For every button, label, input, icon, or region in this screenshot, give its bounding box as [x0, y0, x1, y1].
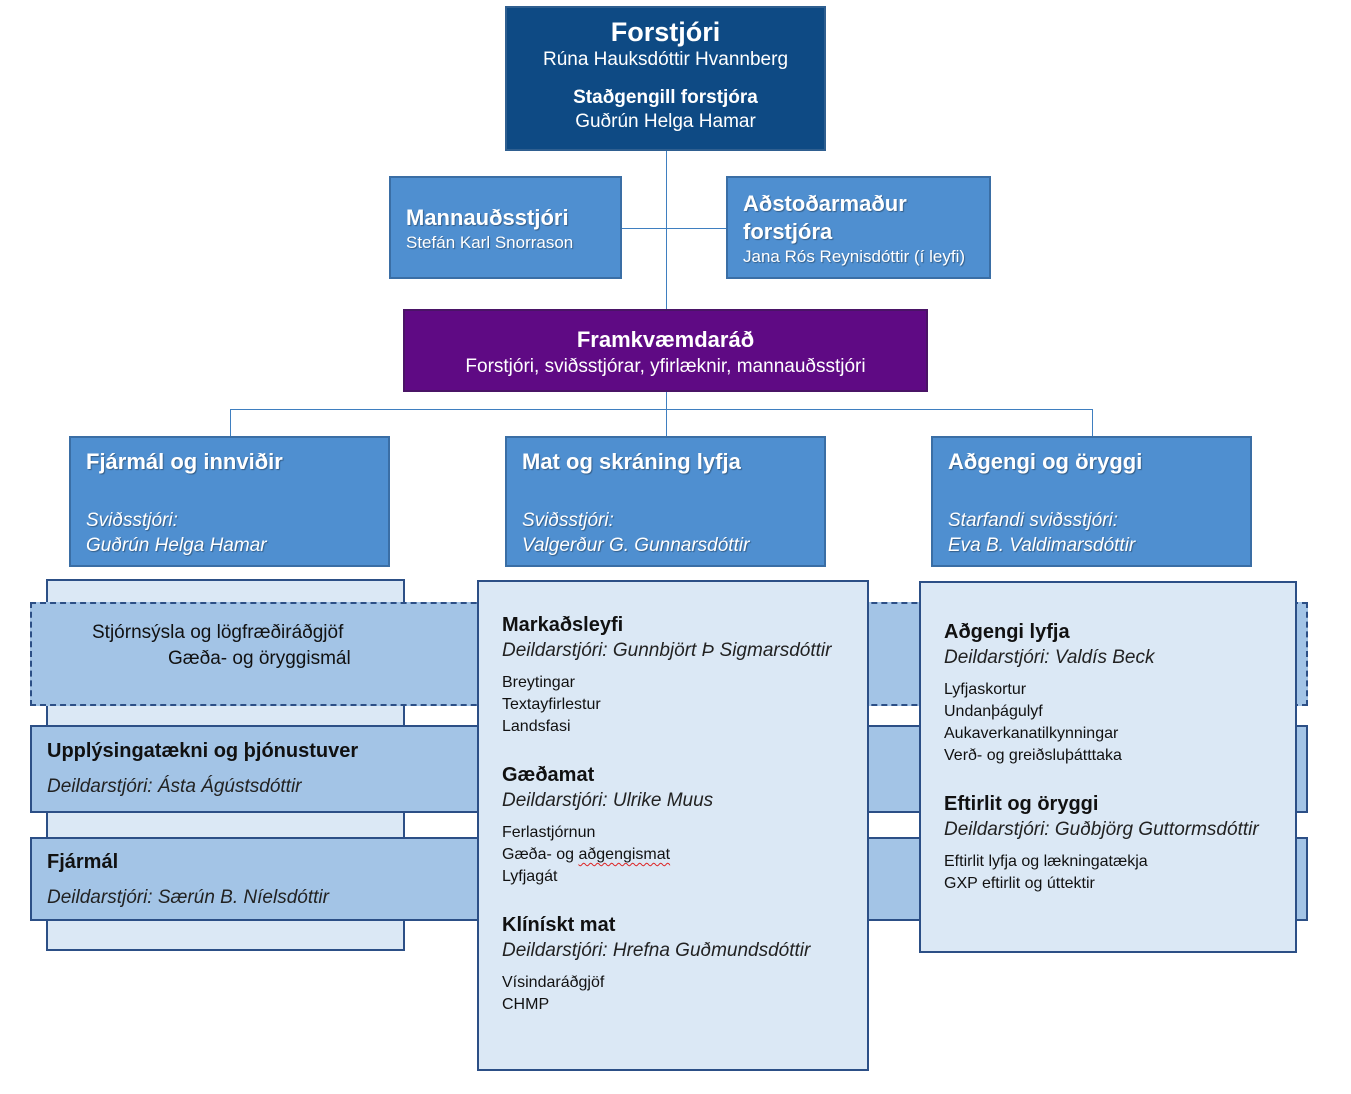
unit-head: Deildarstjóri: Hrefna Guðmundsdóttir — [502, 940, 811, 961]
division-role: Starfandi sviðsstjóri: — [948, 510, 1119, 531]
division-finance-infrastructure: Fjármál og innviðir Sviðsstjóri: Guðrún … — [69, 436, 390, 567]
admin-line-quality: Gæða- og öryggismál — [168, 648, 351, 669]
unit-title: Eftirlit og öryggi — [944, 793, 1099, 815]
connector-staff-horizontal — [622, 228, 726, 229]
unit-item: Aukaverkanatilkynningar — [944, 725, 1119, 742]
assistant-title: Aðstoðarmaður forstjóra — [743, 190, 989, 246]
division-head: Eva B. Valdimarsdóttir — [948, 535, 1136, 556]
spellcheck-word: aðgengismat — [578, 846, 671, 863]
assistant-title-line2: forstjóra — [743, 219, 833, 244]
council-title: Framkvæmdaráð — [576, 327, 755, 352]
unit-item-part: Gæða- og — [502, 846, 579, 863]
unit-clinical-assessment: Klínískt mat Deildarstjóri: Hrefna Guðmu… — [502, 912, 867, 1016]
finance-unit-title: Fjármál — [47, 851, 119, 873]
assessment-units-panel: Markaðsleyfi Deildarstjóri: Gunnbjört Þ … — [477, 580, 869, 1071]
connector-division-right — [1092, 409, 1093, 436]
unit-inspection-safety: Eftirlit og öryggi Deildarstjóri: Guðbjö… — [944, 791, 1295, 895]
assistant-title-line1: Aðstoðarmaður — [743, 191, 907, 216]
unit-item: Ferlastjórnun — [502, 824, 596, 841]
admin-line-legal: Stjórnsýsla og lögfræðiráðgjöf — [92, 622, 344, 643]
unit-items: Breytingar Textayfirlestur Landsfasi — [502, 672, 867, 738]
executive-council-box: Framkvæmdaráð Forstjóri, sviðsstjórar, y… — [403, 309, 928, 392]
connector-council-down — [666, 392, 667, 436]
unit-item: GXP eftirlit og úttektir — [944, 875, 1095, 892]
hr-title: Mannauðsstjóri — [406, 205, 569, 230]
unit-head: Deildarstjóri: Valdís Beck — [944, 647, 1155, 668]
division-head: Valgerður G. Gunnarsdóttir — [522, 535, 750, 556]
unit-item: Lyfjaskortur — [944, 681, 1027, 698]
finance-unit-head: Deildarstjóri: Særún B. Níelsdóttir — [47, 887, 329, 908]
unit-item: Gæða- og aðgengismat — [502, 844, 867, 866]
connector-vertical-main — [666, 151, 667, 309]
unit-head: Deildarstjóri: Ulrike Muus — [502, 790, 714, 811]
division-access-safety: Aðgengi og öryggi Starfandi sviðsstjóri:… — [931, 436, 1252, 567]
unit-item: Undanþágulyf — [944, 703, 1043, 720]
unit-items: Lyfjaskortur Undanþágulyf Aukaverkanatil… — [944, 679, 1295, 767]
unit-title: Klínískt mat — [502, 914, 616, 936]
division-assessment-registration: Mat og skráning lyfja Sviðsstjóri: Valge… — [505, 436, 826, 567]
unit-head: Deildarstjóri: Gunnbjört Þ Sigmarsdóttir — [502, 640, 832, 661]
connector-division-left — [230, 409, 231, 436]
unit-item: Lyfjagát — [502, 868, 558, 885]
council-members: Forstjóri, sviðsstjórar, yfirlæknir, man… — [465, 356, 866, 377]
connector-divisions-horizontal — [230, 409, 1093, 410]
it-unit-head: Deildarstjóri: Ásta Ágústsdóttir — [47, 776, 302, 797]
division-title: Fjármál og innviðir — [86, 449, 283, 474]
division-title: Aðgengi og öryggi — [948, 449, 1143, 474]
director-name: Rúna Hauksdóttir Hvannberg — [542, 49, 789, 70]
admin-quality-text: Stjórnsýsla og lögfræðiráðgjöf Gæða- og … — [30, 620, 460, 672]
assistant-box: Aðstoðarmaður forstjóra Jana Rós Reynisd… — [726, 176, 991, 279]
unit-item: Landsfasi — [502, 718, 571, 735]
division-title: Mat og skráning lyfja — [522, 449, 741, 474]
division-role: Sviðsstjóri: — [86, 510, 178, 531]
unit-item: Eftirlit lyfja og lækningatækja — [944, 853, 1148, 870]
unit-item: Verð- og greiðsluþátttaka — [944, 747, 1122, 764]
hr-name: Stefán Karl Snorrason — [406, 233, 574, 252]
assistant-name: Jana Rós Reynisdóttir (í leyfi) — [743, 247, 966, 266]
it-unit-title: Upplýsingatækni og þjónustuver — [47, 740, 359, 762]
deputy-title: Staðgengill forstjóra — [573, 87, 758, 108]
unit-head: Deildarstjóri: Guðbjörg Guttormsdóttir — [944, 819, 1259, 840]
unit-marketing-authorisation: Markaðsleyfi Deildarstjóri: Gunnbjört Þ … — [502, 612, 867, 738]
unit-item: CHMP — [502, 996, 550, 1013]
director-title: Forstjóri — [610, 17, 721, 47]
unit-medicine-access: Aðgengi lyfja Deildarstjóri: Valdís Beck… — [944, 619, 1295, 767]
unit-items: Vísindaráðgjöf CHMP — [502, 972, 867, 1016]
division-head: Guðrún Helga Hamar — [86, 535, 267, 556]
unit-quality-assessment: Gæðamat Deildarstjóri: Ulrike Muus Ferla… — [502, 762, 867, 888]
unit-item: Vísindaráðgjöf — [502, 974, 605, 991]
director-box: Forstjóri Rúna Hauksdóttir Hvannberg Sta… — [505, 6, 826, 151]
unit-item: Breytingar — [502, 674, 575, 691]
hr-manager-box: Mannauðsstjóri Stefán Karl Snorrason — [389, 176, 622, 279]
unit-title: Markaðsleyfi — [502, 614, 624, 636]
unit-title: Aðgengi lyfja — [944, 621, 1070, 643]
unit-title: Gæðamat — [502, 764, 595, 786]
division-role: Sviðsstjóri: — [522, 510, 614, 531]
access-safety-units-panel: Aðgengi lyfja Deildarstjóri: Valdís Beck… — [919, 581, 1297, 953]
deputy-name: Guðrún Helga Hamar — [575, 111, 756, 132]
unit-item: Textayfirlestur — [502, 696, 601, 713]
unit-items: Ferlastjórnun Gæða- og aðgengismat Lyfja… — [502, 822, 867, 888]
unit-items: Eftirlit lyfja og lækningatækja GXP efti… — [944, 851, 1295, 895]
